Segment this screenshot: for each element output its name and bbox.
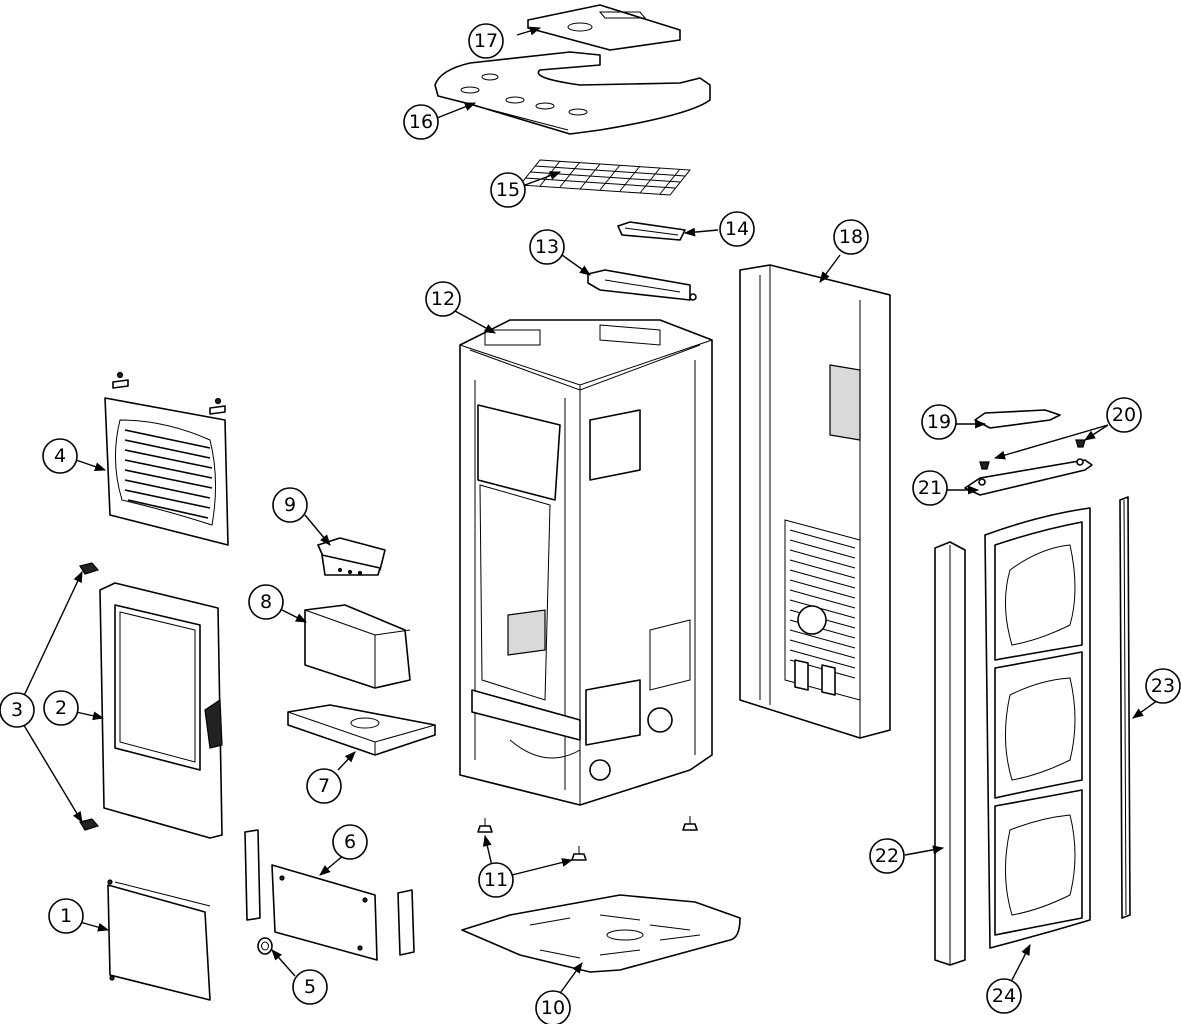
part-23-trim-strip	[1119, 496, 1131, 919]
callout-10: 10	[535, 990, 571, 1024]
callout-18: 18	[833, 219, 869, 255]
part-20-screws	[979, 439, 1086, 470]
callout-12: 12	[425, 281, 461, 317]
part-24-front-cladding	[984, 507, 1091, 949]
callout-23-label: 23	[1151, 675, 1175, 697]
part-8-ash-box	[304, 604, 411, 689]
callout-9-label: 9	[284, 494, 296, 516]
callout-11-label: 11	[484, 869, 508, 891]
callout-11: 11	[478, 862, 514, 898]
callout-3-label: 3	[11, 699, 23, 721]
part-4-front-grille	[104, 371, 229, 546]
callout-17: 17	[468, 23, 504, 59]
callout-22: 22	[869, 838, 905, 874]
callout-14-label: 14	[725, 218, 749, 240]
callout-1-label: 1	[60, 905, 72, 927]
callout-7: 7	[306, 768, 342, 804]
part-19-bracket	[974, 409, 1061, 429]
callout-9: 9	[272, 487, 308, 523]
callout-16-label: 16	[409, 111, 433, 133]
part-9-burn-pot	[317, 537, 386, 576]
callout-1: 1	[48, 898, 84, 934]
part-6-back-plate	[244, 829, 415, 961]
callout-17-label: 17	[474, 30, 498, 52]
part-3-door-screws	[79, 562, 100, 831]
callout-21-label: 21	[918, 477, 942, 499]
callout-15-label: 15	[496, 179, 520, 201]
callout-5: 5	[292, 969, 328, 1005]
callout-5-label: 5	[304, 976, 316, 998]
callout-20-label: 20	[1112, 404, 1136, 426]
callout-21: 21	[912, 470, 948, 506]
callout-18-label: 18	[839, 226, 863, 248]
callout-7-label: 7	[318, 775, 330, 797]
callout-8: 8	[248, 584, 284, 620]
callout-19-label: 19	[927, 411, 951, 433]
callout-3: 3	[0, 692, 35, 728]
leader-lines	[21, 26, 1166, 997]
callout-2: 2	[43, 690, 79, 726]
part-18-side-panel	[739, 264, 891, 739]
part-1-lower-panel	[107, 879, 211, 1001]
part-11-feet	[477, 816, 698, 861]
callout-4-label: 4	[54, 445, 66, 467]
callout-12-label: 12	[431, 288, 455, 310]
callout-8-label: 8	[260, 591, 272, 613]
part-7-tray	[287, 704, 436, 756]
callout-13: 13	[529, 229, 565, 265]
callout-14: 14	[719, 211, 755, 247]
callout-6: 6	[332, 824, 368, 860]
callout-22-label: 22	[875, 845, 899, 867]
callout-2-label: 2	[55, 697, 67, 719]
callout-24: 24	[986, 978, 1022, 1014]
callout-15: 15	[490, 172, 526, 208]
callout-6-label: 6	[344, 831, 356, 853]
part-22-side-column	[934, 541, 966, 966]
part-14-vent-insert	[617, 221, 686, 241]
callout-13-label: 13	[535, 236, 559, 258]
callout-4: 4	[42, 438, 78, 474]
part-5-ring-grommet	[257, 937, 273, 955]
callout-19: 19	[921, 404, 957, 440]
part-16-top-frame	[434, 51, 711, 135]
part-10-base-plate	[461, 894, 741, 973]
callout-24-label: 24	[992, 985, 1016, 1007]
part-21-rail	[964, 458, 1093, 496]
callout-23: 23	[1145, 668, 1181, 704]
callout-10-label: 10	[541, 997, 565, 1019]
part-17-top-lid	[527, 4, 681, 51]
callout-16: 16	[403, 104, 439, 140]
part-12-main-body	[459, 319, 713, 806]
part-2-door	[99, 582, 223, 839]
part-13-top-channel	[587, 269, 697, 301]
callout-20: 20	[1106, 397, 1142, 433]
